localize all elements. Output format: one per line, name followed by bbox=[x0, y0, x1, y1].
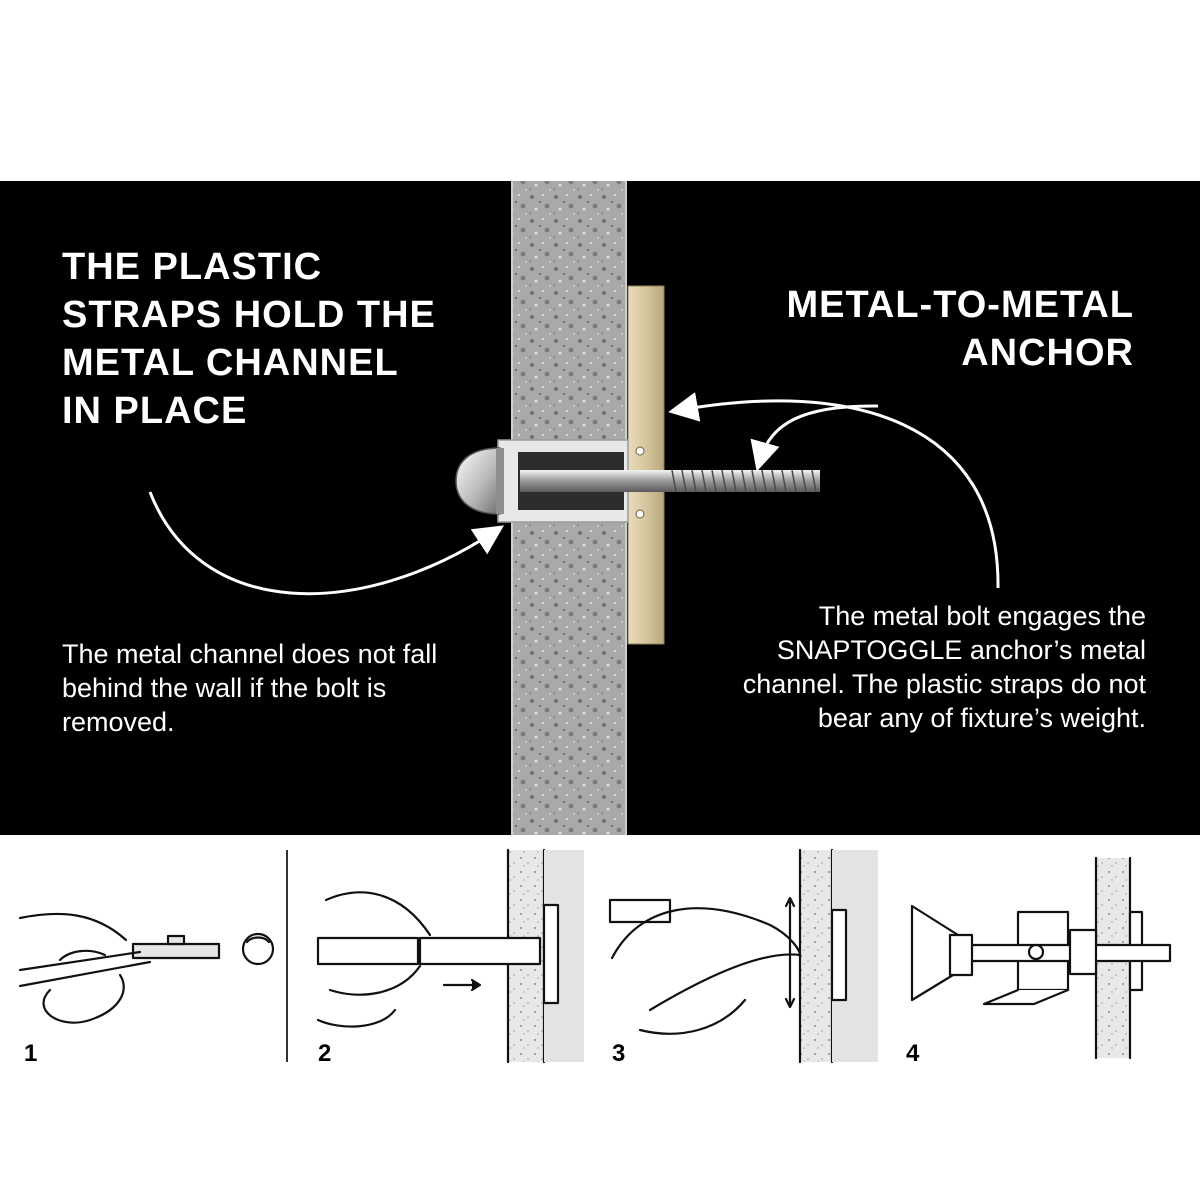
step-number-1: 1 bbox=[24, 1040, 38, 1067]
metal-arrow-outer bbox=[668, 392, 1000, 589]
metal-arrow-inner bbox=[750, 404, 879, 472]
step-1-illustration bbox=[18, 912, 275, 1024]
step-4-illustration bbox=[910, 856, 1172, 1060]
caption-metal-channel: The metal channel does not fall behind t… bbox=[62, 639, 438, 737]
bolt-threads bbox=[671, 469, 817, 493]
step-number-2: 2 bbox=[318, 1040, 332, 1067]
headline-plastic-straps: THE PLASTIC STRAPS HOLD THE METAL CHANNE… bbox=[62, 246, 436, 432]
headline-metal-to-metal: METAL-TO-METAL ANCHOR bbox=[786, 284, 1134, 374]
bolt-head bbox=[455, 447, 501, 515]
step-divider bbox=[286, 850, 288, 1062]
step-number-3: 3 bbox=[612, 1040, 626, 1067]
step-number-4: 4 bbox=[906, 1040, 920, 1067]
step-2-illustration bbox=[316, 848, 584, 1064]
strap-arrow bbox=[148, 491, 505, 596]
step-3-illustration bbox=[608, 848, 878, 1064]
caption-metal-bolt: The metal bolt engages the SNAPTOGGLE an… bbox=[742, 601, 1146, 733]
metal-channel bbox=[627, 285, 665, 645]
